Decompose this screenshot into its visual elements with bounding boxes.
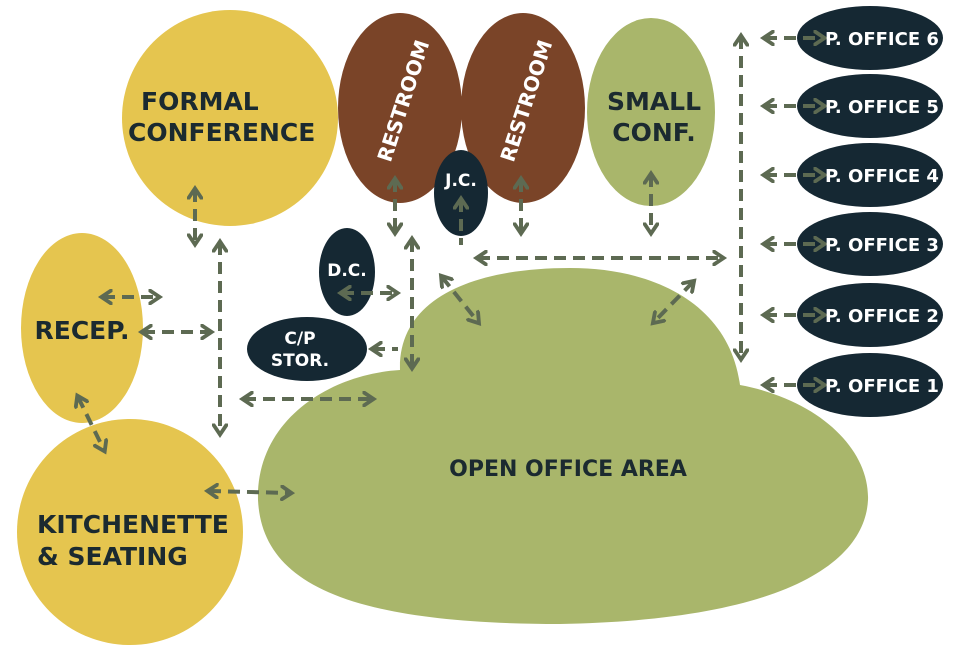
private-office-1-label: P. OFFICE 1 <box>825 376 939 397</box>
room-labels: FORMAL CONFERENCE RESTROOM RESTROOM SMAL… <box>35 29 939 571</box>
private-office-3-shape <box>797 212 943 276</box>
formal-conference-shape <box>122 10 338 226</box>
private-office-6-shape <box>797 6 943 70</box>
small-conf-label-line1: SMALL <box>607 87 701 116</box>
private-office-3-label: P. OFFICE 3 <box>825 235 939 256</box>
private-office-shapes <box>797 6 943 417</box>
jc-label: J.C. <box>444 171 477 191</box>
private-office-4-label: P. OFFICE 4 <box>825 166 939 187</box>
recep-shape <box>21 233 143 423</box>
arrow-open-right <box>654 282 693 322</box>
kitchenette-label-line2: & SEATING <box>37 542 188 571</box>
kitchenette-shape <box>17 419 243 645</box>
private-office-labels: P. OFFICE 6 P. OFFICE 5 P. OFFICE 4 P. OFFI… <box>825 29 939 397</box>
private-office-2-label: P. OFFICE 2 <box>825 306 939 327</box>
private-office-1-shape <box>797 353 943 417</box>
private-office-5-label: P. OFFICE 5 <box>825 97 939 118</box>
recep-label: RECEP. <box>35 316 130 345</box>
formal-conference-label-line1: FORMAL <box>141 87 259 116</box>
private-office-6-label: P. OFFICE 6 <box>825 29 939 50</box>
kitchenette-label-line1: KITCHENETTE <box>37 510 229 539</box>
jc-shape <box>434 150 488 236</box>
dc-label: D.C. <box>327 261 367 281</box>
small-conf-label-line2: CONF. <box>612 118 695 147</box>
private-office-2-shape <box>797 283 943 347</box>
arrow-kitchen-open <box>209 491 290 493</box>
restroom-2-shape <box>461 13 585 203</box>
cp-stor-label-line2: STOR. <box>271 351 329 371</box>
private-office-5-shape <box>797 74 943 138</box>
private-office-4-shape <box>797 143 943 207</box>
restroom-1-shape <box>338 13 462 203</box>
open-office-shape <box>257 268 869 624</box>
adjacency-arrows <box>78 37 823 493</box>
arrow-open-left <box>442 277 478 322</box>
cp-stor-label-line1: C/P <box>284 329 315 349</box>
arrow-recep-kitchen <box>78 397 104 450</box>
small-conf-shape <box>587 18 715 206</box>
cp-stor-shape <box>247 317 367 381</box>
open-office-label: OPEN OFFICE AREA <box>449 457 687 482</box>
formal-conference-label-line2: CONFERENCE <box>128 118 315 147</box>
